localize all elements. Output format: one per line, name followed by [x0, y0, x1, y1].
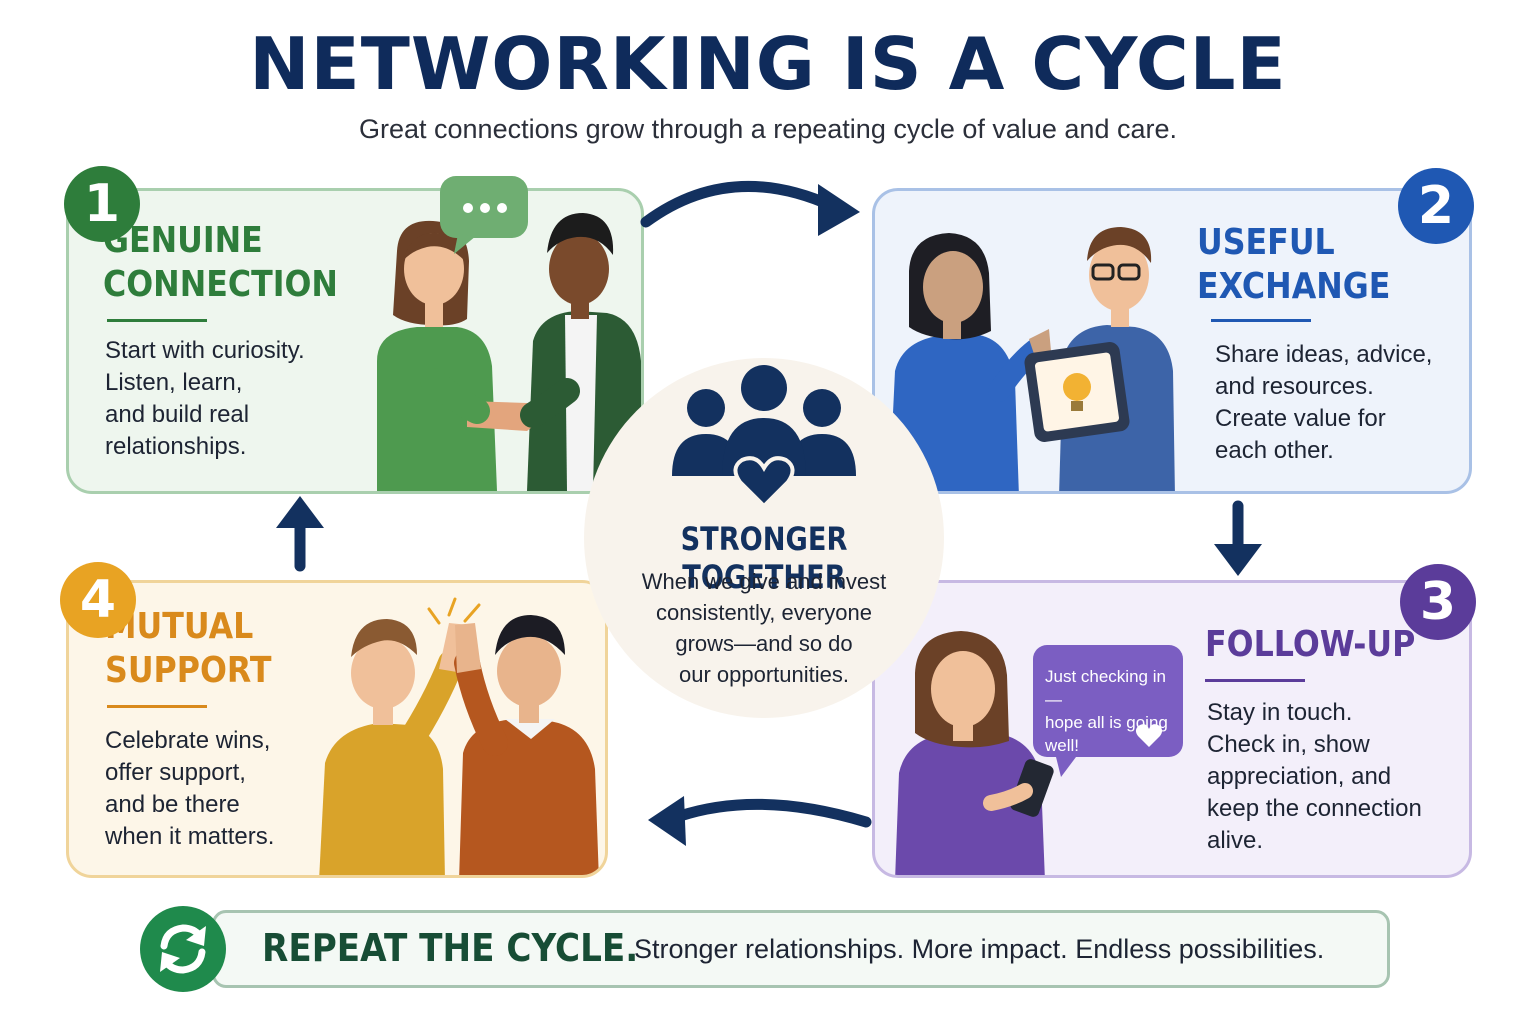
arrow-1-to-2 [640, 180, 838, 228]
step-card-genuine-connection: GENUINE CONNECTION Start with curiosity.… [66, 188, 644, 494]
refresh-arrows [160, 924, 206, 974]
chat-bubble-tail [1055, 753, 1079, 777]
high-five-illustration [319, 597, 599, 875]
heading-rule [1205, 679, 1305, 682]
banner-headline: REPEAT THE CYCLE. [262, 926, 639, 970]
speech-bubble-icon [440, 176, 528, 254]
page-subtitle: Great connections grow through a repeati… [359, 114, 1177, 144]
arrow-3-to-4 [674, 798, 872, 828]
step-description: Share ideas, advice, and resources. Crea… [1215, 341, 1433, 464]
chat-message: Just checking in— hope all is going well… [1045, 667, 1168, 755]
center-title: STRONGER TOGETHER [680, 520, 848, 596]
step-card-useful-exchange: USEFUL EXCHANGE Share ideas, advice, and… [872, 188, 1472, 494]
people-heart-icon [672, 365, 856, 509]
heading-rule [1211, 319, 1311, 322]
refresh-icon [140, 906, 226, 992]
heart-icon [1135, 724, 1163, 747]
step-card-follow-up: Just checking in— hope all is going well… [872, 580, 1472, 878]
heading-rule [107, 705, 207, 708]
repeat-banner [212, 910, 1390, 988]
arrowhead [276, 496, 324, 528]
step-description: Start with curiosity. Listen, learn, and… [105, 337, 305, 460]
step-number-badge: 4 [60, 562, 136, 638]
arrowhead [818, 184, 860, 236]
step-card-mutual-support: MUTUAL SUPPORT Celebrate wins, offer sup… [66, 580, 608, 878]
chat-bubble [1033, 645, 1183, 757]
arrowhead [1214, 544, 1262, 576]
step-description: Celebrate wins, offer support, and be th… [105, 727, 275, 850]
phone-illustration [895, 631, 1054, 875]
center-description: When we give and invest consistently, ev… [641, 569, 887, 687]
handshake-illustration [377, 213, 641, 491]
page-title: NETWORKING IS A CYCLE [249, 22, 1287, 106]
step-description: Stay in touch. Check in, show appreciati… [1207, 699, 1422, 854]
arrowhead [648, 796, 686, 846]
banner-tagline: Stronger relationships. More impact. End… [634, 934, 1325, 964]
step-heading: FOLLOW-UP [1205, 624, 1416, 665]
heading-rule [107, 319, 207, 322]
step-number-badge: 3 [1400, 564, 1476, 640]
step-number-badge: 1 [64, 166, 140, 242]
step-number-badge: 2 [1398, 168, 1474, 244]
step-heading: GENUINE CONNECTION [103, 220, 338, 305]
step-heading: USEFUL EXCHANGE [1197, 222, 1391, 307]
